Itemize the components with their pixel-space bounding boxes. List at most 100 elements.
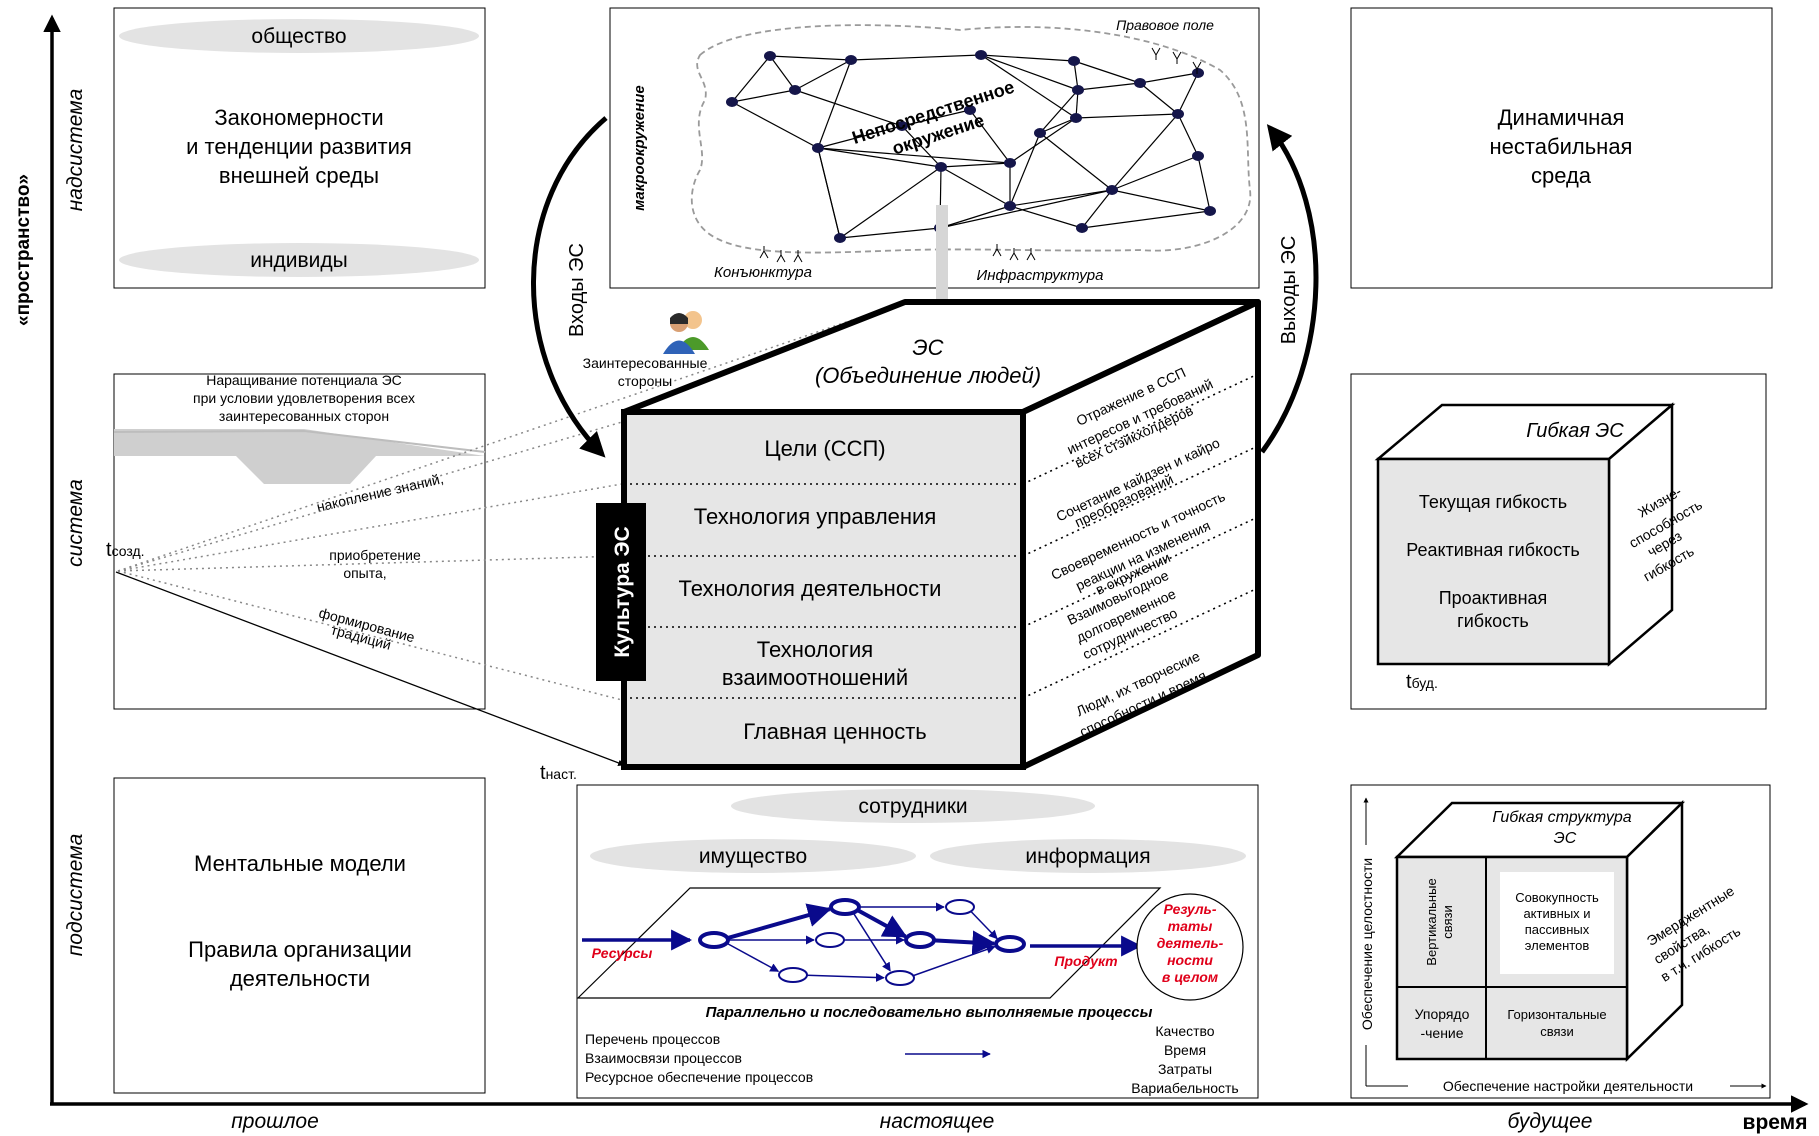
network-edge [731,55,771,103]
layer-relations-1: Технология [757,637,873,662]
process-link [726,942,780,973]
process-plane [576,887,1162,999]
network-node [1134,78,1146,88]
pill-individuals-label: индивиды [250,249,348,272]
network-edge [839,227,941,239]
process-link [856,908,908,939]
outputs-label: Выходы ЭС [1278,236,1300,345]
results-circle [1136,893,1244,1001]
results-2: таты [1168,918,1213,934]
network-node [812,143,824,153]
process-node [829,898,861,916]
network-node [726,97,738,107]
network-edge [817,147,841,239]
t-now: tнаст. [540,762,577,784]
period-past: прошлое [231,1110,319,1133]
mental-models: Ментальные модели [194,851,406,876]
network-edge [817,147,1011,164]
network-edge [817,125,903,149]
potential-title-2: при условии удовлетворения всех [193,390,415,406]
network-node [1204,206,1216,216]
network-node [1072,85,1084,95]
legal-field-label: Правовое поле [1116,17,1214,33]
network-edge [769,55,796,91]
culture-label: Культура ЭС [611,526,634,657]
past-system-box: Наращивание потенциала ЭС при условии уд… [106,372,486,710]
right-list-4: Вариабельность [1131,1080,1238,1096]
period-future: будущее [1508,1110,1593,1133]
process-node [945,899,975,915]
network-edge [1077,82,1141,91]
network-edge [1111,113,1179,191]
past-super-box: общество Закономерности и тенденции разв… [113,7,486,289]
network-node [1004,158,1016,168]
network-node [764,51,776,61]
period-present: настоящее [880,1110,995,1133]
flex-cube-front [1376,457,1611,666]
pill-information [930,839,1246,873]
network-edge [731,89,796,103]
process-node [815,932,845,948]
potential-shape-top [113,429,486,453]
past-sub-box: Ментальные модели Правила организации де… [113,777,486,1094]
cube-top-line-1: ЭС [912,335,943,360]
t-create: tсозд. [106,539,145,561]
network-edge [939,205,1011,229]
network-edge [817,59,852,149]
network-edge [1111,155,1199,191]
potential-shape-lower [236,456,376,484]
creation-rays [117,301,906,701]
process-link [913,945,996,977]
network-edge [1009,132,1041,207]
conjuncture-label: Конъюнктура [714,264,812,281]
right-list-1: Качество [1155,1023,1214,1039]
network-edge [940,162,1011,168]
pill-property-label: имущество [699,845,807,868]
pill-society [119,19,479,53]
left-list-2: Взаимосвязи процессов [585,1050,742,1066]
network-edge [1009,117,1077,164]
tuning-axis-label: Обеспечение настройки деятельности [1443,1078,1693,1094]
future-system-box: Гибкая ЭС Текущая гибкость Реактивная ги… [1350,373,1767,710]
network-node [789,85,801,95]
process-node [885,970,915,986]
culture-block [596,503,646,681]
network-edge [1081,210,1211,229]
layer-main-value: Главная ценность [743,719,927,744]
past-super-line-3: внешней среды [219,163,379,188]
process-graph [698,898,1026,986]
network-node [1068,56,1080,66]
network-node [1172,109,1184,119]
results-3: деятель- [1157,935,1224,951]
pill-society-label: общество [251,25,346,48]
network-node [964,105,976,115]
results-5: в целом [1162,969,1219,985]
network-node [896,121,908,131]
line-acquire: приобретение [329,547,421,563]
network-edge [1073,60,1141,84]
t-future: tбуд. [1406,671,1438,693]
stakeholders-line-1: Заинтересованные [583,355,708,371]
level-super: надсистема [64,89,87,212]
network-node [1106,185,1118,195]
network-node [1192,151,1204,161]
struct-title-1: Гибкая структура [1492,809,1631,826]
vertical-links-2: связи [1440,905,1455,939]
network-node [1070,113,1082,123]
network-edge [980,54,1079,91]
network-edge [980,54,1077,119]
flex-item-3a: Проактивная [1439,588,1548,608]
elements-1: Совокупность [1515,890,1599,905]
pill-employees-label: сотрудники [858,795,967,818]
stakeholders-icon-left [663,311,709,354]
flex-item-3b: гибкость [1457,611,1529,631]
flex-item-1: Текущая гибкость [1419,492,1567,512]
network-node [975,50,987,60]
network-edge [769,55,852,61]
network-edge [940,166,1011,207]
network-node [845,55,857,65]
network-edge [1039,117,1077,134]
process-node [778,967,808,983]
flex-item-2: Реактивная гибкость [1406,540,1580,560]
